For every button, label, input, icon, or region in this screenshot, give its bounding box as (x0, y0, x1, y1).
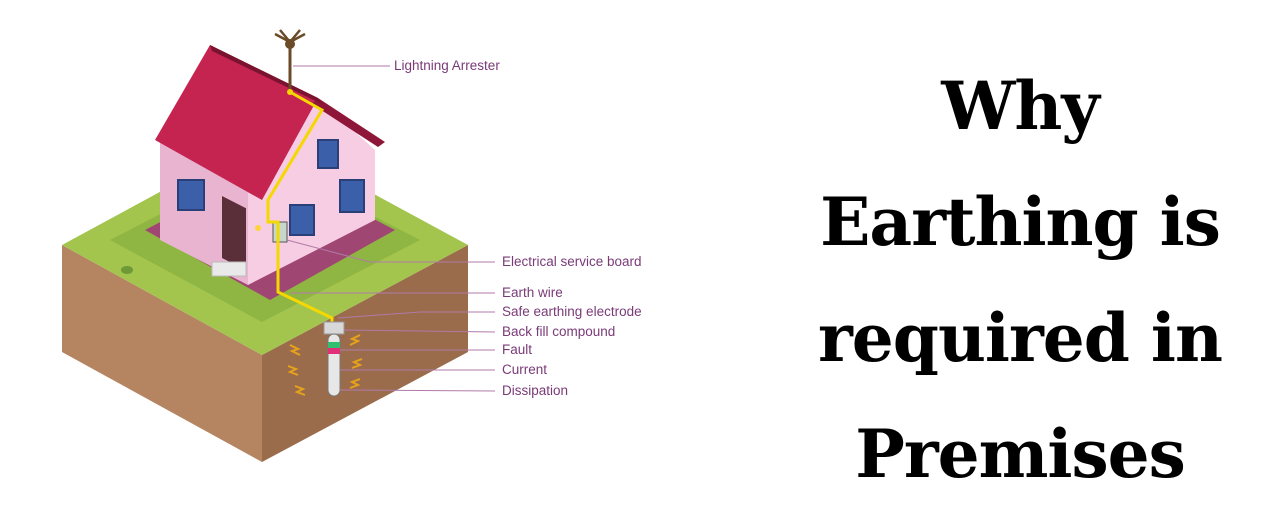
roof-ridge (210, 45, 322, 104)
fault-band (328, 348, 340, 354)
headline-line-2: Earthing is (820, 183, 1221, 261)
label-safe-earthing-electrode: Safe earthing electrode (502, 304, 642, 319)
earthing-diagram (62, 29, 496, 462)
leader-lines (286, 65, 496, 392)
roof-edge (312, 98, 385, 147)
label-earth-wire: Earth wire (502, 285, 563, 300)
soil-left-face (62, 245, 262, 462)
backfill-band (328, 342, 340, 348)
house (155, 45, 385, 285)
headline-line-4: Premises (855, 415, 1186, 493)
label-lightning-arrester: Lightning Arrester (394, 58, 500, 73)
front-door (222, 196, 246, 271)
earthing-system (266, 29, 363, 397)
label-electrical-service-board: Electrical service board (502, 254, 642, 269)
front-step (211, 261, 247, 277)
arrester-head (285, 39, 295, 49)
window-upper (317, 139, 339, 169)
label-fault: Fault (502, 342, 533, 357)
headline: Why Earthing is required in Premises (765, 48, 1275, 512)
headline-line-1: Why (941, 67, 1099, 145)
roof-left (155, 45, 318, 200)
window-middle (289, 204, 315, 236)
service-board (272, 221, 288, 243)
soil-right-face (262, 245, 468, 462)
dissipation-sparks (287, 334, 363, 396)
wire-junction (287, 89, 293, 95)
earthing-pit-top (323, 321, 345, 335)
arrester-spikes (274, 29, 306, 44)
label-dissipation: Dissipation (502, 383, 569, 398)
wall-lamp (255, 225, 261, 231)
earth-wire-line (266, 90, 334, 330)
label-current: Current (502, 362, 548, 377)
garden-marker (121, 266, 133, 274)
window-front-left (177, 179, 205, 211)
window-right (339, 179, 365, 213)
headline-line-3: required in (818, 299, 1223, 377)
label-back-fill-compound: Back fill compound (502, 324, 616, 339)
